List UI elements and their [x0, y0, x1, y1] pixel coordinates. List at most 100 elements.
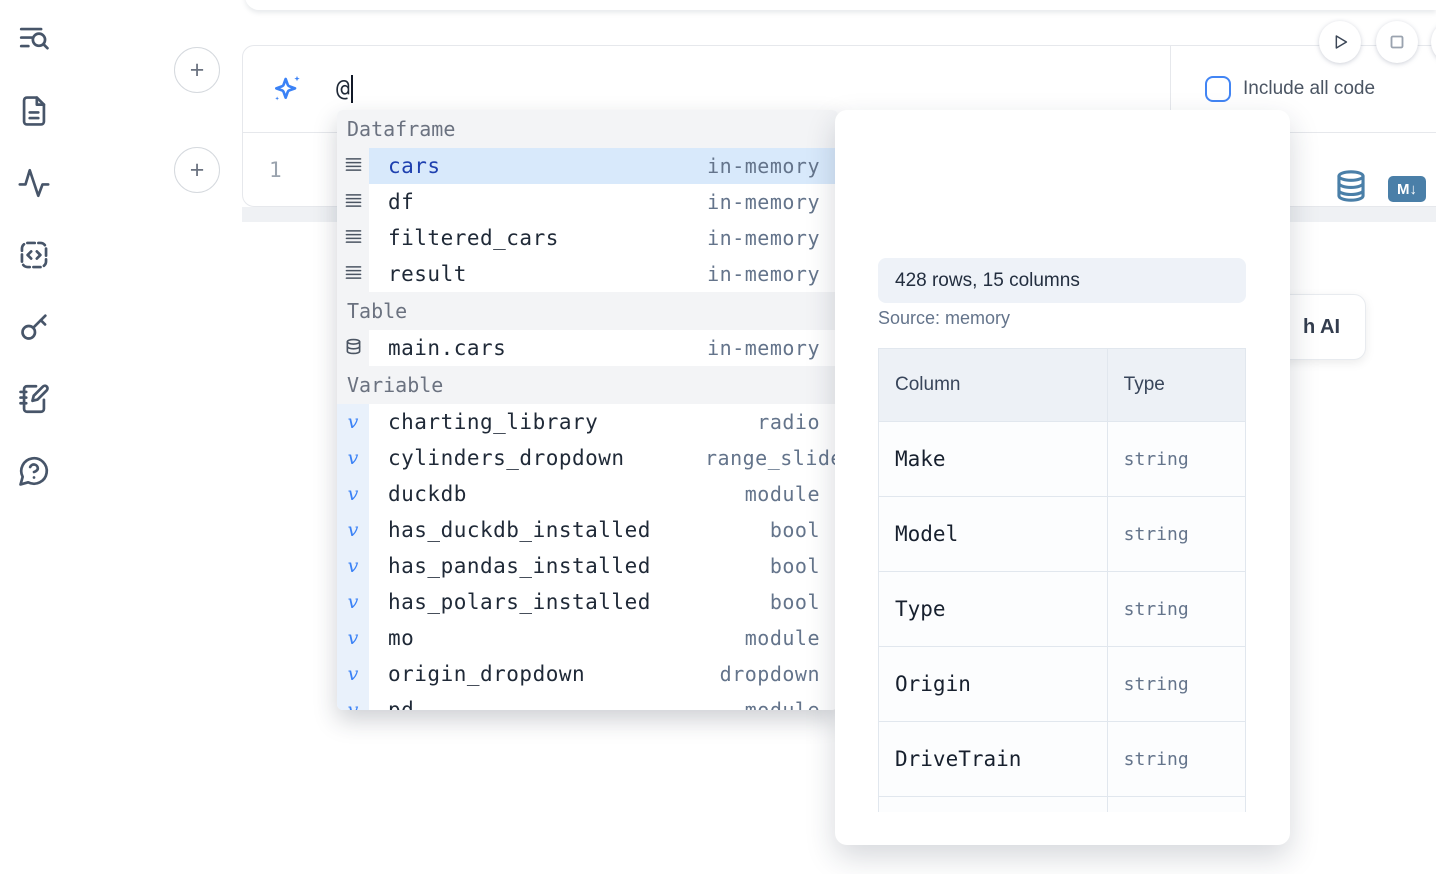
schema-column-name: Model	[878, 496, 1108, 572]
autocomplete-item-name: filtered_cars	[388, 226, 559, 250]
sidebar-snippets-code-snippet-icon[interactable]	[16, 237, 52, 273]
sidebar-documentation-file-icon[interactable]	[16, 93, 52, 129]
schema-column-name: DriveTrain	[878, 721, 1108, 797]
ai-row-divider	[1170, 46, 1171, 132]
autocomplete-item-name: mo	[388, 626, 415, 650]
dataframe-icon	[345, 193, 362, 212]
include-all-code-label: Include all code	[1243, 78, 1376, 99]
autocomplete-item-name: has_polars_installed	[388, 590, 651, 614]
line-number: 1	[269, 158, 282, 182]
autocomplete-item-gutter	[337, 184, 369, 220]
sidebar-help-help-chat-icon[interactable]	[16, 453, 52, 489]
sidebar-table-of-contents-list-search-icon[interactable]	[16, 21, 52, 57]
left-sidebar	[16, 21, 52, 489]
autocomplete-item-gutter	[337, 330, 369, 366]
schema-column-name: Make	[878, 421, 1108, 497]
variable-icon: v	[347, 699, 359, 710]
autocomplete-item-gutter	[337, 256, 369, 292]
ai-prompt-input[interactable]: @	[336, 46, 353, 132]
ai-prompt-text: @	[336, 76, 350, 102]
sidebar-logs-activity-icon[interactable]	[16, 165, 52, 201]
markdown-convert-icon[interactable]: M↓	[1388, 176, 1426, 202]
variable-icon: v	[347, 411, 359, 433]
autocomplete-section-header: Dataframe	[337, 110, 838, 148]
autocomplete-item[interactable]: main.cars in-memory	[337, 330, 838, 366]
dataframe-preview-panel: cars Source: memory 428 rows, 15 columns…	[835, 110, 1290, 845]
autocomplete-item[interactable]: v has_pandas_installed bool	[337, 548, 838, 584]
autocomplete-item-name: result	[388, 262, 467, 286]
autocomplete-item-gutter: v	[337, 476, 369, 512]
schema-column-type: string	[1106, 646, 1247, 722]
autocomplete-item-name: duckdb	[388, 482, 467, 506]
variable-icon: v	[347, 555, 359, 577]
database-icon	[345, 338, 362, 359]
text-cursor	[350, 75, 353, 103]
autocomplete-item-type: module	[744, 626, 820, 650]
schema-column-name: Type	[878, 571, 1108, 647]
autocomplete-item-type: module	[744, 698, 820, 710]
autocomplete-item-type: bool	[769, 590, 820, 614]
autocomplete-item-type: in-memory	[707, 154, 820, 178]
database-convert-icon[interactable]	[1334, 169, 1368, 203]
autocomplete-item-name: pd	[388, 698, 415, 710]
autocomplete-item-gutter: v	[337, 620, 369, 656]
autocomplete-item-gutter: v	[337, 512, 369, 548]
schema-column-name	[878, 796, 1108, 812]
autocomplete-item-type: bool	[769, 518, 820, 542]
autocomplete-item-name: df	[388, 190, 415, 214]
dataframe-icon	[345, 157, 362, 176]
autocomplete-item-gutter	[337, 148, 369, 184]
autocomplete-item-type: radio	[757, 410, 820, 434]
autocomplete-item-gutter: v	[337, 404, 369, 440]
schema-header-cell: Type	[1106, 348, 1247, 422]
autocomplete-item[interactable]: v pd module	[337, 692, 838, 710]
autocomplete-item-name: has_pandas_installed	[388, 554, 651, 578]
autocomplete-item-gutter: v	[337, 548, 369, 584]
stop-button[interactable]	[1376, 21, 1418, 63]
schema-column-name: Origin	[878, 646, 1108, 722]
autocomplete-item-gutter: v	[337, 692, 369, 710]
sparkles-icon	[271, 73, 303, 105]
autocomplete-item-type: bool	[769, 554, 820, 578]
dataframe-icon	[345, 265, 362, 284]
dataframe-icon	[345, 229, 362, 248]
autocomplete-item-name: cylinders_dropdown	[388, 446, 625, 470]
code-editor-row[interactable]: 1 M↓	[243, 133, 1436, 207]
autocomplete-item-name: main.cars	[388, 336, 507, 360]
autocomplete-item-type: in-memory	[707, 336, 820, 360]
clipped-circle-button[interactable]	[1431, 21, 1436, 63]
add-cell-above-button[interactable]: +	[174, 47, 220, 93]
autocomplete-item[interactable]: v origin_dropdown dropdown	[337, 656, 838, 692]
autocomplete-item-type: range_slider	[705, 446, 838, 470]
autocomplete-item-gutter: v	[337, 656, 369, 692]
sidebar-secrets-key-icon[interactable]	[16, 309, 52, 345]
run-cell-button[interactable]	[1319, 21, 1361, 63]
autocomplete-item-type: dropdown	[719, 662, 820, 686]
variable-icon: v	[347, 519, 359, 541]
autocomplete-item[interactable]: v has_polars_installed bool	[337, 584, 838, 620]
include-all-code-checkbox[interactable]	[1205, 76, 1231, 102]
variable-icon: v	[347, 591, 359, 613]
autocomplete-item-type: module	[744, 482, 820, 506]
schema-row-partial	[878, 796, 1247, 812]
add-cell-below-button[interactable]: +	[174, 147, 220, 193]
schema-column-type: string	[1106, 421, 1247, 497]
sidebar-scratchpad-notebook-pen-icon[interactable]	[16, 381, 52, 417]
autocomplete-item-name: origin_dropdown	[388, 662, 586, 686]
